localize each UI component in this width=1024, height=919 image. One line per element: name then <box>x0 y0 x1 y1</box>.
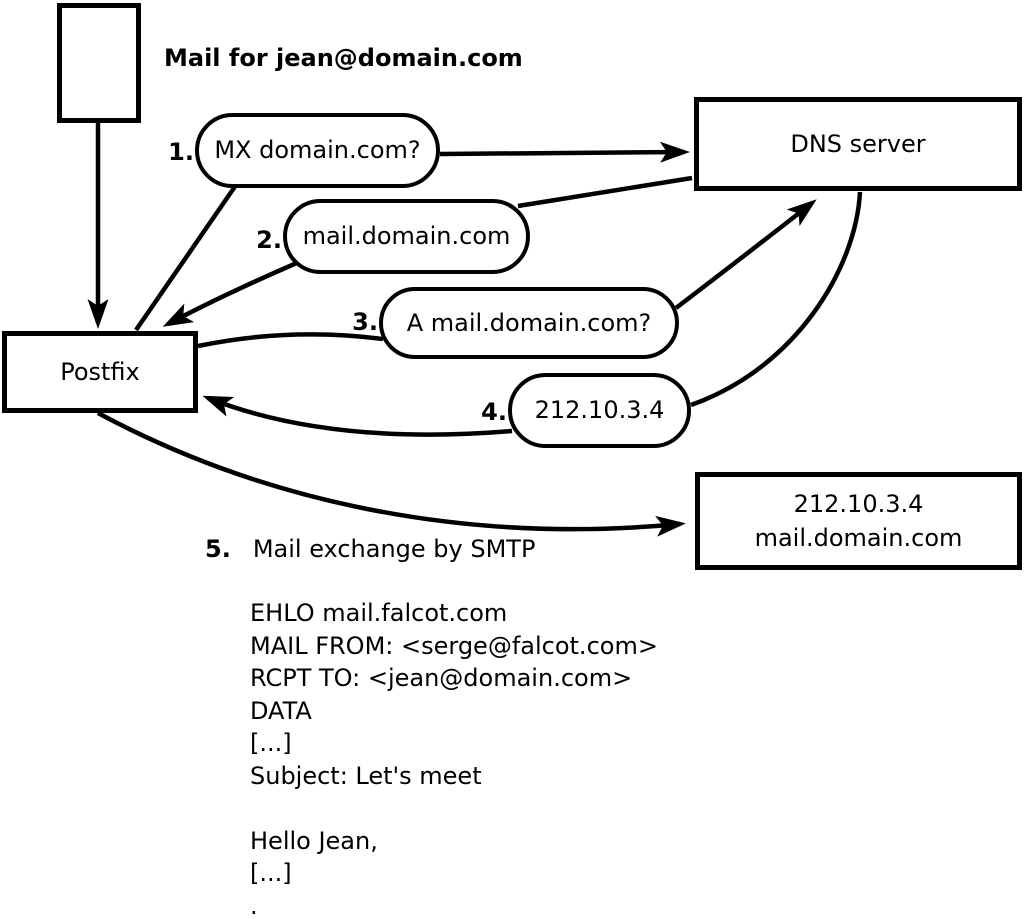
dns-server-node: DNS server <box>694 97 1022 191</box>
step-3-a-query-pill: A mail.domain.com? <box>379 287 679 359</box>
dns-to-mx-response-line <box>517 175 693 209</box>
step-1-mx-query-label: MX domain.com? <box>214 136 421 165</box>
step-4-number: 4. <box>481 398 507 426</box>
mail-server-hostname-label: mail.domain.com <box>754 524 963 552</box>
step-3-a-query-label: A mail.domain.com? <box>406 308 652 337</box>
step-5-label: Mail exchange by SMTP <box>252 535 536 563</box>
mail-message-icon <box>57 3 141 123</box>
step-4-a-response-label: 212.10.3.4 <box>534 396 665 425</box>
mail-note-label: Mail for jean@domain.com <box>164 44 523 72</box>
postfix-node: Postfix <box>2 331 198 413</box>
step-5-caption: 5. Mail exchange by SMTP <box>205 535 535 564</box>
step-1-mx-query-pill: MX domain.com? <box>195 113 440 188</box>
smtp-session-text: EHLO mail.falcot.com MAIL FROM: <serge@f… <box>250 599 658 919</box>
step-2-mx-response-label: mail.domain.com <box>302 222 511 251</box>
postfix-to-a-query-line <box>197 332 384 349</box>
step-2-number: 2. <box>256 226 282 254</box>
step-3-number: 3. <box>352 308 378 336</box>
mail-server-node: 212.10.3.4 mail.domain.com <box>695 472 1022 570</box>
a-query-to-dns-arrow <box>674 199 817 310</box>
dns-to-a-response-line <box>690 191 863 408</box>
step-2-mx-response-pill: mail.domain.com <box>283 199 530 274</box>
mail-server-ip-label: 212.10.3.4 <box>793 490 924 518</box>
postfix-to-mailserver-smtp-arrow <box>96 411 686 537</box>
step-4-a-response-pill: 212.10.3.4 <box>508 373 691 448</box>
mx-response-to-postfix-arrow <box>162 259 300 327</box>
step-1-number: 1. <box>168 138 194 166</box>
dns-server-label: DNS server <box>790 129 926 158</box>
postfix-to-mx-query-line <box>134 183 238 332</box>
step-5-number: 5. <box>205 535 231 563</box>
postfix-label: Postfix <box>60 357 140 386</box>
a-response-to-postfix-arrow <box>202 395 513 437</box>
mx-query-to-dns-arrow <box>439 141 690 163</box>
